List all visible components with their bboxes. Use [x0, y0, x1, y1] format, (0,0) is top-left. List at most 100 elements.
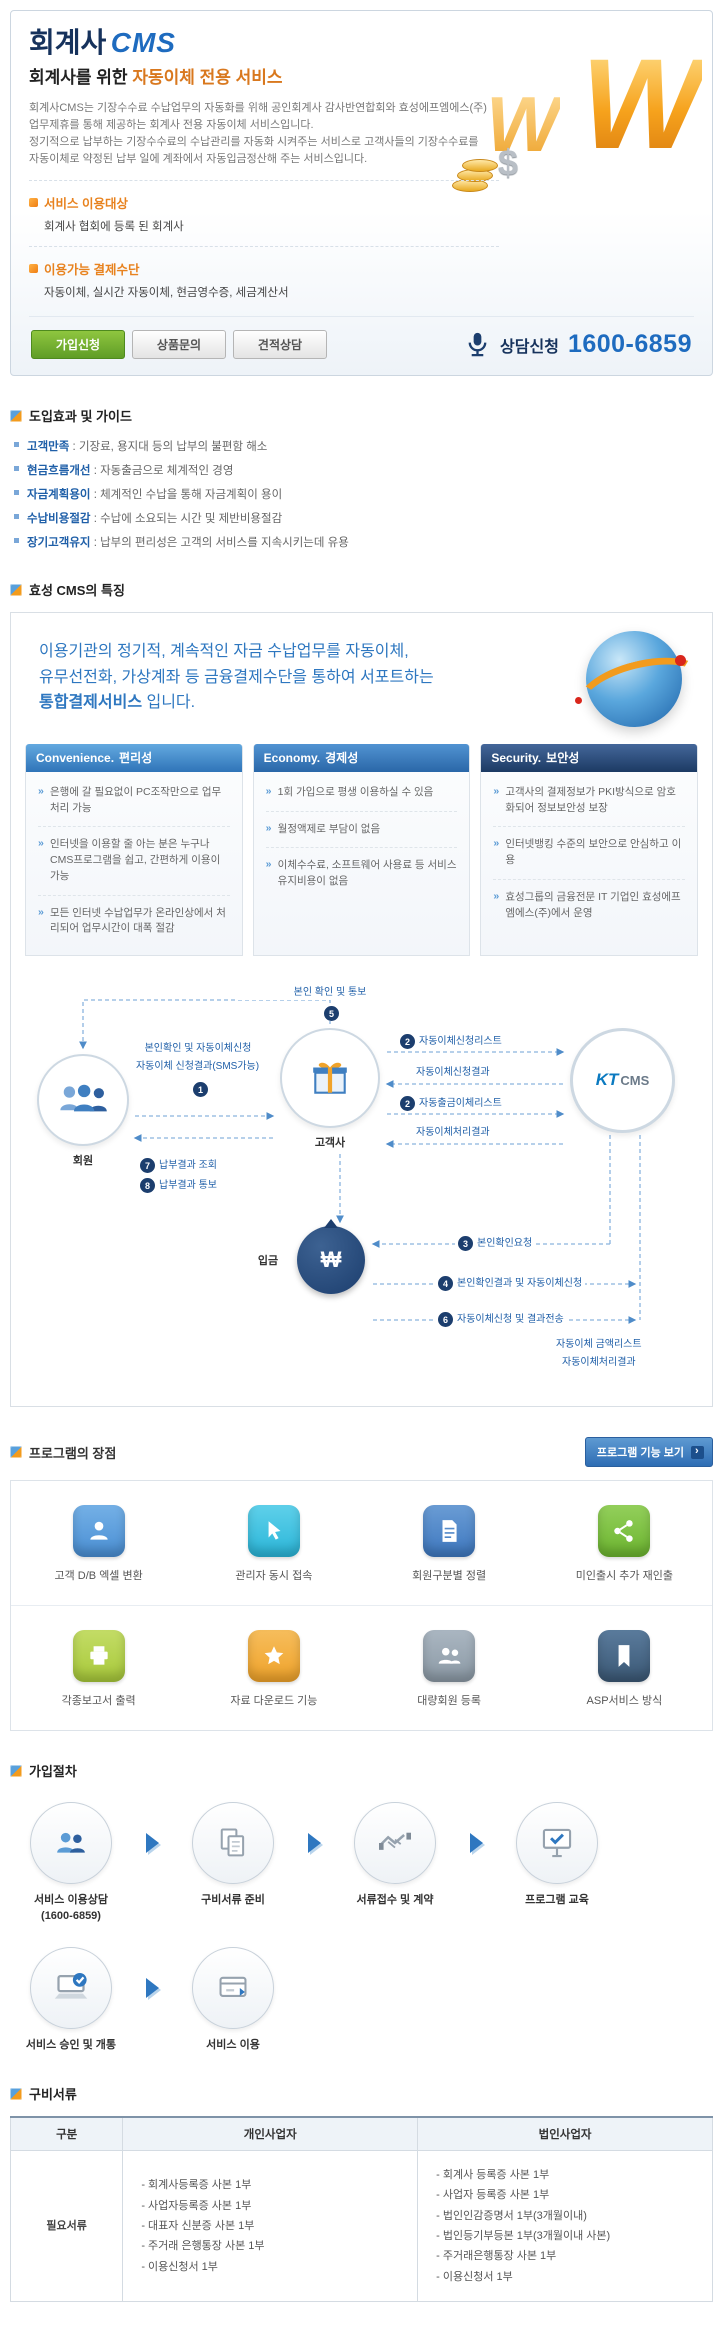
title-accent: CMS [110, 27, 176, 58]
process-step-label: 구비서류 준비 [201, 1894, 265, 1907]
column-title-ko: 경제성 [325, 751, 359, 766]
share-icon [598, 1505, 651, 1558]
benefits-section: 도입효과 및 가이드 고객만족 : 기장료, 용지대 등의 납부의 불편함 해소… [10, 406, 713, 550]
person-icon [72, 1505, 125, 1558]
benefit-list: 고객만족 : 기장료, 용지대 등의 납부의 불편함 해소 현금흐름개선 : 자… [10, 438, 713, 550]
customer-label: 고객사 [314, 1137, 346, 1150]
doc-item: - 대표자 신분증 사본 1부 [141, 2219, 255, 2232]
view-button-label: 프로그램 기능 보기 [596, 1447, 684, 1460]
doc-item: - 법인인감증명서 1부(3개월이내) [436, 2209, 587, 2222]
process-section-title: 가입절차 [29, 1764, 77, 1780]
process-step: 서류접수 및 계약 [334, 1802, 456, 1909]
subtitle-accent: 자동이체 전용 서비스 [132, 68, 283, 87]
process-section-header: 가입절차 [10, 1761, 713, 1780]
advantage-label: 미인출시 추가 재인출 [575, 1570, 673, 1583]
process-row-2: 서비스 승인 및 개통 서비스 이용 [10, 1947, 713, 2054]
doc-item: - 사업자 등록증 사본 1부 [436, 2189, 550, 2202]
section-bullet-icon [10, 1764, 22, 1777]
column-title-ko: 편리성 [119, 751, 153, 766]
feature-column-convenience: Convenience. 편리성 은행에 갈 필요없이 PC조작만으로 업무처리… [25, 743, 243, 957]
page-subtitle: 회계사를 위한 자동이체 전용 서비스 [29, 63, 694, 88]
view-program-features-button[interactable]: 프로그램 기능 보기 [584, 1437, 713, 1468]
benefit-text: 수납에 소요되는 시간 및 제반비용절감 [100, 513, 283, 526]
column-header: Convenience. 편리성 [26, 743, 242, 772]
intro-bold: 통합결제서비스 [39, 694, 143, 712]
table-row: 필요서류 - 회계사등록증 사본 1부 - 사업자등록증 사본 1부 - 대표자… [9, 2150, 713, 2303]
benefit-separator: : [93, 513, 97, 526]
doc-item: - 법인등기부등본 1부(3개월이내 사본) [436, 2230, 611, 2243]
benefit-separator: : [93, 489, 97, 502]
consult-phone-number: 1600-6859 [567, 330, 692, 359]
benefit-label: 고객만족 [27, 441, 70, 454]
doc-item: - 이용신청서 1부 [436, 2270, 513, 2283]
process-step: 서비스 승인 및 개통 [10, 1947, 132, 2054]
won-letter-small: W [486, 80, 560, 168]
product-inquiry-button[interactable]: 상품문의 [132, 330, 226, 360]
process-row-1: 서비스 이용상담 (1600-6859) 구비서류 준비 서류접수 및 계약 [10, 1802, 713, 1925]
benefit-item: 고객만족 : 기장료, 용지대 등의 납부의 불편함 해소 [14, 438, 713, 454]
benefit-label: 자금계획용이 [27, 489, 91, 502]
service-target-title: 서비스 이용대상 [29, 193, 499, 212]
diagram-step-badge: 5 [321, 1006, 342, 1022]
benefit-separator: : [93, 537, 97, 550]
member-label: 회원 [72, 1155, 94, 1168]
diagram-label-amount-list: 자동이체 금액리스트 [553, 1338, 645, 1353]
diagram-label-identity-notify: 본인 확인 및 통보 [235, 986, 425, 1001]
quote-consult-button[interactable]: 견적상담 [233, 330, 327, 360]
process-step: 프로그램 교육 [496, 1802, 618, 1909]
benefit-text: 자동출금으로 체계적인 경영 [100, 465, 234, 478]
doc-item: - 회계사등록증 사본 1부 [141, 2179, 252, 2192]
signup-button[interactable]: 가입신청 [31, 330, 125, 360]
diagram-step-badge: 1 [190, 1082, 211, 1098]
column-title-en: Economy. [263, 750, 321, 765]
consult-info: 상담신청 1600-6859 [464, 330, 692, 359]
row-label-required-docs: 필요서류 [9, 2150, 124, 2303]
feature-item: 1회 가입으로 평생 이용하실 수 있음 [265, 784, 458, 812]
orange-square-icon [29, 264, 38, 274]
benefit-text: 납부의 편리성은 고객의 서비스를 지속시키는데 유용 [100, 537, 349, 550]
doc-item: - 주거래은행통장 사본 1부 [436, 2250, 557, 2263]
subtitle-prefix: 회계사를 위한 [29, 68, 128, 87]
title-main: 회계사 [29, 27, 107, 58]
diagram-label-process-result: 자동이체처리결과 [559, 1356, 639, 1371]
feature-item: 인터넷을 이용할 줄 아는 분은 누구나 CMS프로그램을 쉽고, 간편하게 이… [38, 836, 230, 896]
documents-section-title: 구비서류 [29, 2087, 77, 2103]
process-step-label: 서비스 승인 및 개통 [25, 2039, 117, 2052]
column-title-en: Security. [491, 750, 542, 765]
doc-item: - 이용신청서 1부 [141, 2260, 218, 2273]
column-header: Economy. 경제성 [253, 743, 470, 772]
people-icon [423, 1630, 476, 1683]
features-section: 효성 CMS의 특징 이용기관의 정기적, 계속적인 자금 수납업무를 자동이체… [10, 580, 713, 1408]
header-actions: 가입신청 상품문의 견적상담 상담신청 1600-6859 [29, 316, 694, 375]
service-target-block: 서비스 이용대상 회계사 협회에 등록 된 회계사 [29, 180, 499, 234]
benefit-separator: : [72, 441, 76, 454]
intro-line1: 이용기관의 정기적, 계속적인 자금 수납업무를 자동이체, [39, 643, 409, 661]
service-target-text: 회계사 협회에 등록 된 회계사 [44, 221, 184, 234]
step-arrow-icon [132, 1802, 172, 1884]
advantage-label: 관리자 동시 접속 [235, 1570, 313, 1583]
advantage-label: 각종보고서 출력 [61, 1695, 136, 1708]
orange-square-icon [29, 198, 38, 208]
advantage-label: 대량회원 등록 [417, 1695, 482, 1708]
diagram-label-apply: 본인확인 및 자동이체신청 [113, 1042, 283, 1057]
column-header-individual: 개인사업자 [122, 2116, 419, 2152]
benefits-section-title: 도입효과 및 가이드 [29, 409, 132, 425]
doc-item: - 사업자등록증 사본 1부 [141, 2199, 252, 2212]
intro-suffix: 입니다. [142, 694, 196, 712]
process-step: 서비스 이용상담 (1600-6859) [10, 1802, 132, 1925]
documents-section: 구비서류 구분 개인사업자 법인사업자 필요서류 - 회계사등록증 사본 1부 … [9, 2084, 713, 2303]
arrow-right-icon [691, 1445, 704, 1459]
advantages-section-title: 프로그램의 장점 [29, 1445, 117, 1461]
required-documents-table: 구분 개인사업자 법인사업자 필요서류 - 회계사등록증 사본 1부 - 사업자… [9, 2116, 713, 2303]
diagram-arrows [79, 999, 641, 1325]
payment-methods-title-text: 이용가능 결제수단 [44, 263, 140, 278]
diagram-label-transfer-request-result: 자동이체신청결과 [413, 1066, 493, 1081]
advantage-item: 관리자 동시 접속 [186, 1481, 362, 1607]
step-arrow-icon [294, 1802, 334, 1884]
advantage-label: ASP서비스 방식 [586, 1695, 663, 1708]
